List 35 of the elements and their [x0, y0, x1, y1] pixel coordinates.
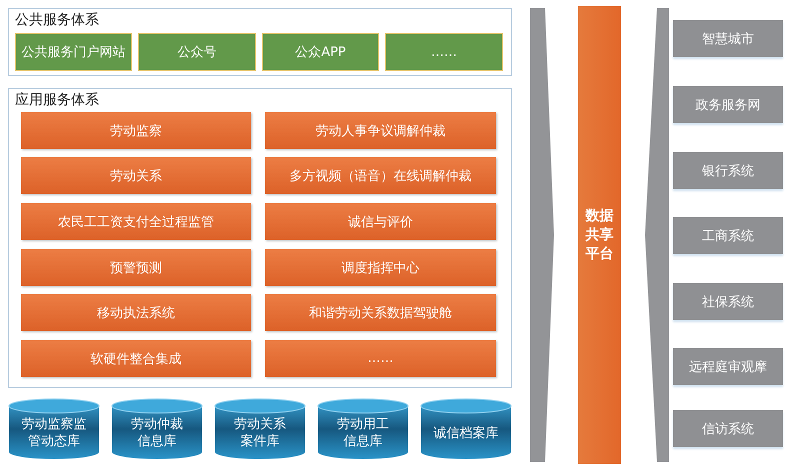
- service-box: 农民工工资支付全过程监管: [21, 203, 251, 240]
- channel-box: 公众APP: [262, 33, 379, 71]
- service-box: 劳动人事争议调解仲裁: [265, 112, 496, 149]
- panel: [8, 8, 512, 76]
- database-cylinder: 劳动监察监管动态库: [8, 398, 100, 460]
- service-box: 和谐劳动关系数据驾驶舱: [265, 294, 496, 331]
- database-cylinder: 劳动用工信息库: [317, 398, 409, 460]
- panel: [8, 88, 512, 388]
- panel-title: 应用服务体系: [15, 91, 99, 109]
- service-box: 软硬件整合集成: [21, 340, 251, 377]
- bracket-bar: [530, 8, 555, 462]
- service-box: 预警预测: [21, 249, 251, 286]
- service-box: 多方视频（语音）在线调解仲裁: [265, 157, 496, 194]
- system-box: 社保系统: [673, 283, 783, 320]
- service-box: 诚信与评价: [265, 203, 496, 240]
- service-box: 移动执法系统: [21, 294, 251, 331]
- service-box: 劳动关系: [21, 157, 251, 194]
- bracket-bar: [645, 8, 669, 462]
- panel-title: 公共服务体系: [15, 11, 99, 29]
- system-box: 政务服务网: [673, 86, 783, 123]
- system-box: 信访系统: [673, 410, 783, 447]
- system-box: 银行系统: [673, 152, 783, 189]
- channel-box: 公众号: [138, 33, 256, 71]
- system-box: 远程庭审观摩: [673, 348, 783, 385]
- database-cylinder: 劳动仲裁信息库: [111, 398, 203, 460]
- channel-box: 公共服务门户网站: [15, 33, 132, 71]
- database-cylinder: 劳动关系案件库: [214, 398, 306, 460]
- channel-box: ……: [385, 33, 503, 71]
- service-box: 劳动监察: [21, 112, 251, 149]
- system-box: 工商系统: [673, 217, 783, 254]
- platform-bar: 数据共享平台: [578, 6, 621, 464]
- service-box: 调度指挥中心: [265, 249, 496, 286]
- system-box: 智慧城市: [673, 20, 783, 57]
- database-cylinder: 诚信档案库: [420, 398, 512, 460]
- service-box: ……: [265, 340, 496, 377]
